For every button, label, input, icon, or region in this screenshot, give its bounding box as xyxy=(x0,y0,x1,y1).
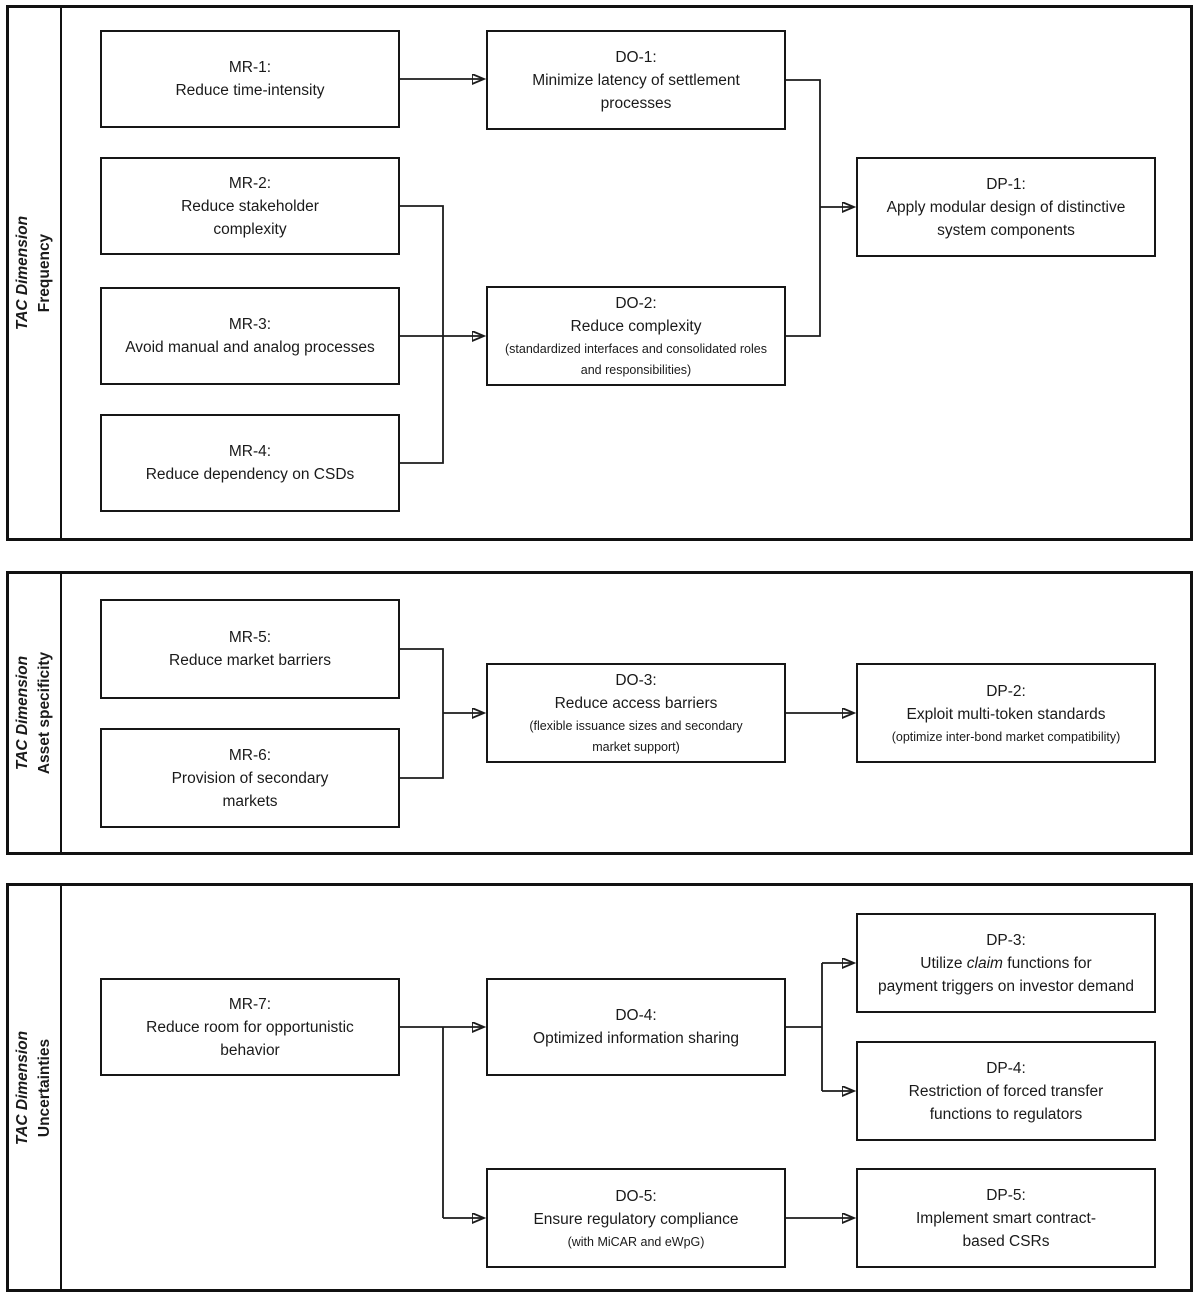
node-line: Exploit multi-token standards xyxy=(906,705,1106,723)
node-line: complexity xyxy=(213,220,287,238)
node-line: Implement smart contract- xyxy=(915,1209,1097,1227)
node-title: DO-3: xyxy=(615,672,657,689)
node-mr-1: MR-1: Reduce time-intensity xyxy=(100,30,400,128)
node-line: Provision of secondary xyxy=(171,769,329,787)
node-do-2: DO-2: Reduce complexity (standardized in… xyxy=(486,286,786,386)
panel-frequency-divider xyxy=(60,8,62,538)
node-title: DP-4: xyxy=(986,1059,1026,1077)
node-title: MR-4: xyxy=(228,443,272,460)
node-title: DP-1: xyxy=(986,175,1026,193)
node-line: Utilize claim functions for xyxy=(920,952,1091,975)
dimension-label-uncertainties: TAC Dimension Uncertainties xyxy=(12,1030,56,1144)
node-dp-3: DP-3: Utilize claim functions for paymen… xyxy=(856,913,1156,1013)
dimension-label-asset-specificity: TAC Dimension Asset specificity xyxy=(12,652,56,774)
node-note: (standardized interfaces and consolidate… xyxy=(505,342,767,356)
node-title: MR-5: xyxy=(228,629,272,646)
node-title: MR-1: xyxy=(228,59,272,76)
node-title: DP-3: xyxy=(986,931,1026,949)
node-line: Optimized information sharing xyxy=(533,1030,739,1047)
node-mr-3: MR-3: Avoid manual and analog processes xyxy=(100,287,400,385)
node-line: Minimize latency of settlement xyxy=(532,71,740,89)
node-line-part: functions for xyxy=(1002,954,1092,972)
node-title: MR-6: xyxy=(228,746,272,764)
dimension-label-value: Frequency xyxy=(36,233,53,313)
node-line: Reduce room for opportunistic xyxy=(146,1018,354,1036)
node-line: Reduce dependency on CSDs xyxy=(145,466,355,483)
node-do-3: DO-3: Reduce access barriers (flexible i… xyxy=(486,663,786,763)
node-line: Reduce time-intensity xyxy=(175,82,325,99)
node-title: DP-5: xyxy=(986,1186,1026,1204)
dimension-label-title: TAC Dimension xyxy=(14,215,31,331)
node-dp-5: DP-5: Implement smart contract- based CS… xyxy=(856,1168,1156,1268)
node-note: (flexible issuance sizes and secondary xyxy=(529,719,743,733)
node-line: behavior xyxy=(220,1041,280,1059)
node-title: MR-3: xyxy=(228,316,272,333)
node-line: Reduce complexity xyxy=(570,318,702,335)
dimension-label-title: TAC Dimension xyxy=(14,655,31,771)
node-do-4: DO-4: Optimized information sharing xyxy=(486,978,786,1076)
node-mr-6: MR-6: Provision of secondary markets xyxy=(100,728,400,828)
node-line: Apply modular design of distinctive xyxy=(886,198,1126,216)
node-title: MR-7: xyxy=(228,995,272,1013)
node-mr-4: MR-4: Reduce dependency on CSDs xyxy=(100,414,400,512)
node-dp-4: DP-4: Restriction of forced transfer fun… xyxy=(856,1041,1156,1141)
node-mr-7: MR-7: Reduce room for opportunistic beha… xyxy=(100,978,400,1076)
node-do-1: DO-1: Minimize latency of settlement pro… xyxy=(486,30,786,130)
node-title: DO-5: xyxy=(615,1187,657,1205)
node-line: system components xyxy=(937,221,1075,239)
node-note: and responsibilities) xyxy=(580,363,692,377)
node-dp-1: DP-1: Apply modular design of distinctiv… xyxy=(856,157,1156,257)
node-line-part-italic: claim xyxy=(966,954,1003,972)
panel-asset-specificity-divider xyxy=(60,574,62,852)
node-line: payment triggers on investor demand xyxy=(878,977,1134,995)
node-note: (with MiCAR and eWpG) xyxy=(567,1234,705,1249)
panel-uncertainties-divider xyxy=(60,886,62,1289)
node-line-part: Utilize xyxy=(920,954,967,972)
node-line: Reduce access barriers xyxy=(554,695,718,712)
dimension-label-frequency: TAC Dimension Frequency xyxy=(12,216,56,330)
node-do-5: DO-5: Ensure regulatory compliance (with… xyxy=(486,1168,786,1268)
node-dp-2: DP-2: Exploit multi-token standards (opt… xyxy=(856,663,1156,763)
node-line: markets xyxy=(222,792,278,810)
node-line: Restriction of forced transfer xyxy=(908,1082,1104,1100)
node-line: processes xyxy=(600,94,672,112)
node-line: functions to regulators xyxy=(929,1105,1083,1123)
node-title: DO-2: xyxy=(615,295,657,312)
node-mr-2: MR-2: Reduce stakeholder complexity xyxy=(100,157,400,255)
node-note: (optimize inter-bond market compatibilit… xyxy=(891,729,1121,744)
node-line: Ensure regulatory compliance xyxy=(533,1210,739,1228)
node-line: based CSRs xyxy=(962,1232,1050,1250)
node-note: market support) xyxy=(592,740,680,754)
dimension-label-title: TAC Dimension xyxy=(14,1030,31,1145)
dimension-label-value: Uncertainties xyxy=(36,1038,53,1137)
node-line: Reduce stakeholder xyxy=(181,197,319,215)
dimension-label-value: Asset specificity xyxy=(36,651,53,775)
node-mr-5: MR-5: Reduce market barriers xyxy=(100,599,400,699)
node-line: Reduce market barriers xyxy=(169,652,331,669)
node-line: Avoid manual and analog processes xyxy=(125,339,375,356)
node-title: DP-2: xyxy=(986,682,1026,700)
node-title: MR-2: xyxy=(228,174,272,192)
node-title: DO-4: xyxy=(615,1007,657,1024)
node-title: DO-1: xyxy=(615,48,657,66)
